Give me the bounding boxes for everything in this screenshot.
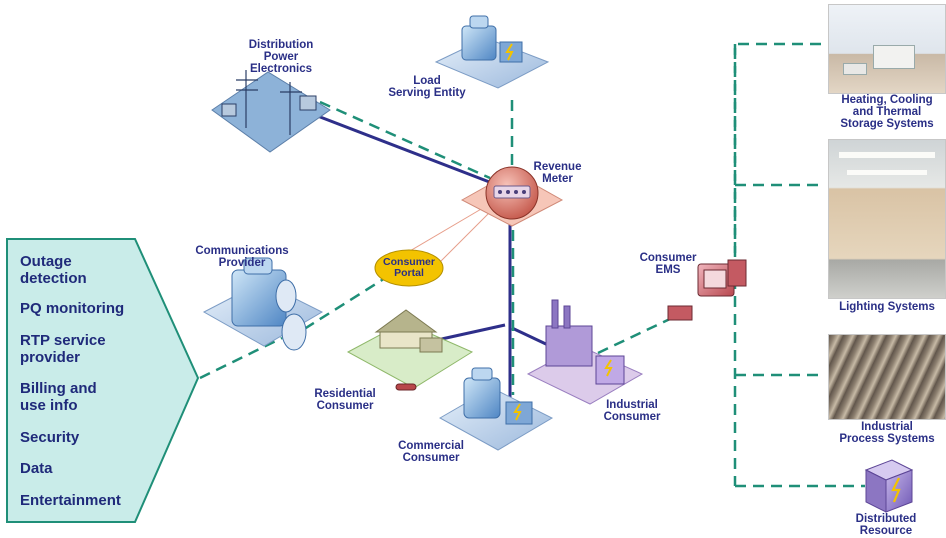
consumer-ems-icon bbox=[667, 259, 747, 321]
label-residential-consumer: Residential Consumer bbox=[314, 388, 376, 412]
comm-lines bbox=[199, 42, 865, 488]
service-item-entertainment: Entertainment bbox=[20, 492, 121, 509]
lab-interior-photo bbox=[828, 139, 946, 299]
load-serving-entity-icon bbox=[434, 15, 550, 89]
comm-line-portal bbox=[289, 273, 391, 340]
label-commercial-consumer: Commercial Consumer bbox=[398, 440, 464, 464]
label-industrial-process-systems: Industrial Process Systems bbox=[839, 421, 935, 445]
power-lines bbox=[314, 113, 549, 402]
service-item-data: Data bbox=[20, 460, 53, 477]
label-consumer-ems: Consumer EMS bbox=[639, 252, 697, 276]
distributed-resource-icon bbox=[864, 459, 914, 513]
label-communications-provider: Communications Provider bbox=[195, 245, 289, 269]
residential-consumer-icon bbox=[346, 309, 474, 391]
label-distributed-resource: Distributed Resource bbox=[855, 513, 917, 537]
label-consumer-portal: Consumer Portal bbox=[383, 256, 435, 279]
label-distribution-power-electronics: Distribution Power Electronics bbox=[248, 39, 314, 75]
comm-line-ems-branch bbox=[733, 42, 825, 275]
industrial-consumer-icon bbox=[526, 299, 644, 405]
rooftop-hvac-photo bbox=[828, 4, 946, 94]
lightning-bolt-icon bbox=[891, 477, 901, 503]
service-item-security: Security bbox=[20, 429, 80, 446]
consumer-portal-badge bbox=[374, 249, 444, 287]
power-line-industrial bbox=[511, 326, 549, 347]
service-item-rtp-service-provider: RTP service provider bbox=[20, 332, 106, 366]
label-industrial-consumer: Industrial Consumer bbox=[603, 399, 661, 423]
factory-floor-photo bbox=[828, 334, 946, 420]
service-item-billing: Billing and use info bbox=[20, 380, 97, 414]
label-heating-cooling: Heating, Cooling and Thermal Storage Sys… bbox=[840, 94, 934, 130]
distribution-power-electronics-icon bbox=[211, 70, 331, 153]
comm-line-dpe bbox=[319, 100, 491, 180]
satellite-dish-icon bbox=[281, 313, 307, 351]
label-revenue-meter: Revenue Meter bbox=[533, 161, 582, 185]
comm-line-industrial-ems bbox=[597, 316, 673, 355]
service-item-outage-detection: Outage detection bbox=[20, 253, 87, 287]
label-lighting-systems: Lighting Systems bbox=[839, 301, 935, 313]
communications-provider-icon bbox=[202, 257, 324, 351]
service-item-pq-monitoring: PQ monitoring bbox=[20, 300, 125, 317]
comm-line-panel bbox=[199, 336, 283, 380]
power-line-dpe-to-meter bbox=[314, 113, 506, 190]
commercial-consumer-icon bbox=[438, 367, 554, 451]
label-load-serving-entity: Load Serving Entity bbox=[388, 75, 466, 99]
services-panel bbox=[6, 238, 200, 523]
revenue-meter-icon bbox=[460, 166, 564, 227]
